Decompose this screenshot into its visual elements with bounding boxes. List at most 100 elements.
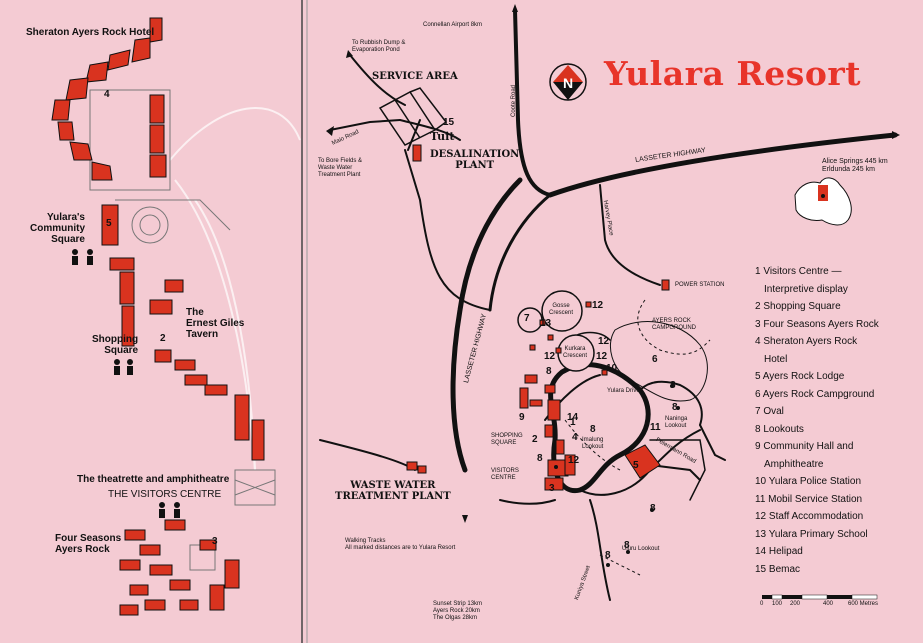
community-line: Community: [30, 223, 85, 234]
service-area: [378, 87, 448, 146]
gosse-circle: [541, 290, 583, 332]
rubbish-line: Evaporation Pond: [352, 47, 400, 53]
yulara-drive-label: Yulara Drive: [607, 388, 640, 394]
community-line: Yulara's: [47, 212, 85, 223]
map-marker-2: 2: [160, 333, 166, 344]
visitors-c-line: CENTRE: [491, 475, 516, 481]
four-seasons-line: Ayers Rock: [55, 544, 110, 555]
bore-line: Waste Water: [318, 165, 353, 171]
scale-label-0: 0: [760, 601, 764, 607]
legend-item: 12 Staff Accommodation: [755, 511, 864, 522]
compass-n: N: [563, 75, 574, 91]
community-label: Yulara's Community Square: [30, 212, 85, 245]
rubbish-label: To Rubbish Dump & Evaporation Pond: [352, 40, 405, 54]
imalung-line: Imalung: [582, 437, 604, 443]
ernest-line: Tavern: [186, 329, 219, 340]
walking-line: Walking Tracks: [345, 538, 386, 544]
map-marker-12: 12: [598, 336, 610, 347]
lookout-dots: [554, 384, 680, 567]
legend-item: 6 Ayers Rock Campground: [755, 388, 875, 400]
walking-tracks-label: Walking Tracks All marked distances are …: [345, 538, 455, 552]
kurkara-line: Crescent: [563, 353, 588, 359]
visitors-c-line: VISITORS: [491, 468, 519, 474]
walking-tracks: [564, 299, 711, 576]
waste-water-label: WASTE WATER TREATMENT PLANT: [335, 480, 451, 502]
shopping-sq-line: SHOPPING: [491, 433, 523, 439]
legend-item: 9 Community Hall and: [755, 441, 854, 452]
legend-item: 7 Oval: [755, 406, 784, 417]
desal-line: DESALINATION: [430, 149, 520, 160]
scale-label-100: 100: [772, 601, 783, 607]
naninga-line: Naninga: [665, 416, 688, 422]
edge-arrows: [326, 4, 900, 523]
map-marker-12: 12: [568, 455, 580, 466]
ernest-giles-label: The Ernest Giles Tavern: [186, 307, 244, 340]
legend: 1 Visitors Centre — Interpretive display…: [755, 263, 879, 578]
imalung-lookout-label: Imalung Lookout: [582, 437, 603, 451]
gosse-line: Crescent: [549, 310, 574, 316]
kurkara-line: Kurkara: [564, 346, 586, 352]
coote-road-label: Coote Road: [511, 84, 518, 118]
gosse-crescent-label: Gosse Crescent: [549, 303, 573, 317]
map-marker-15: 15: [443, 117, 455, 128]
right-buildings: [406, 144, 670, 491]
sunset-line: Ayers Rock 20km: [433, 608, 480, 614]
legend-item: Hotel: [764, 353, 788, 365]
map-marker-8: 8: [624, 540, 630, 551]
people-icons: [72, 249, 180, 518]
map-marker-8: 8: [670, 380, 676, 391]
map-marker-9: 9: [519, 412, 525, 423]
visitors-centre-right-label: VISITORS CENTRE: [491, 468, 519, 482]
legend-item: 15 Bemac: [755, 563, 801, 575]
legend-item: 13 Yulara Primary School: [755, 528, 868, 540]
naninga-lookout-label: Naninga Lookout: [665, 416, 687, 430]
rubbish-line: To Rubbish Dump &: [352, 40, 406, 46]
waste-line: TREATMENT PLANT: [335, 491, 451, 502]
naninga-line: Lookout: [665, 423, 687, 429]
shopping-square-label: Shopping Square: [92, 334, 138, 356]
map-marker-4: 4: [104, 89, 110, 100]
compass: [549, 63, 587, 101]
australia-inset: [794, 177, 852, 226]
legend-item: 14 Helipad: [755, 546, 803, 557]
shopping-square-right-label: SHOPPING SQUARE: [491, 433, 523, 447]
map-marker-8: 8: [537, 453, 543, 464]
map-marker-8: 8: [672, 402, 678, 413]
map-marker-7: 7: [524, 313, 530, 324]
legend-item: 2 Shopping Square: [755, 301, 841, 312]
ernest-line: Ernest Giles: [186, 318, 245, 329]
sunset-line: The Olgas 28km: [433, 615, 478, 621]
legend-item: 8 Lookouts: [755, 423, 804, 435]
visitors-centre-label: THE VISITORS CENTRE: [108, 489, 222, 500]
legend-item: Amphitheatre: [764, 458, 824, 470]
four-seasons-line: Four Seasons: [55, 533, 122, 544]
scale-bar: [762, 594, 878, 600]
map-marker-3: 3: [212, 536, 218, 547]
power-station-label: POWER STATION: [675, 282, 725, 288]
gosse-line: Gosse: [552, 303, 570, 309]
desalination-label: DESALINATION PLANT: [430, 149, 519, 171]
map-marker-3: 3: [549, 483, 555, 494]
map-marker-14: 14: [567, 412, 579, 423]
shopping-sq-line: SQUARE: [491, 440, 517, 446]
legend-item: 10 Yulara Police Station: [755, 476, 862, 487]
shopping-line: Square: [104, 345, 139, 356]
legend-item: 4 Sheraton Ayers Rock: [755, 336, 858, 347]
kurkara-crescent-label: Kurkara Crescent: [563, 346, 587, 360]
alice-springs-label: Alice Springs 445 km Erldunda 245 km: [822, 158, 888, 174]
map-marker-12: 12: [596, 351, 608, 362]
map-marker-5: 5: [106, 218, 112, 229]
map-marker-5: 5: [633, 460, 639, 471]
tuit-label: Tuit: [430, 130, 455, 143]
ernest-line: The: [186, 307, 204, 318]
map-title: Yulara Resort: [604, 54, 861, 93]
waste-line: WASTE WATER: [350, 480, 436, 491]
airport-label: Connellan Airport 8km: [423, 22, 483, 28]
sheraton-label: Sheraton Ayers Rock Hotel: [26, 27, 155, 38]
map-marker-8: 8: [546, 366, 552, 377]
legend-item: 3 Four Seasons Ayers Rock: [755, 318, 879, 330]
imalung-line: Lookout: [582, 444, 604, 450]
map-marker-4: 4: [572, 432, 578, 443]
map-marker-2: 2: [532, 434, 538, 445]
